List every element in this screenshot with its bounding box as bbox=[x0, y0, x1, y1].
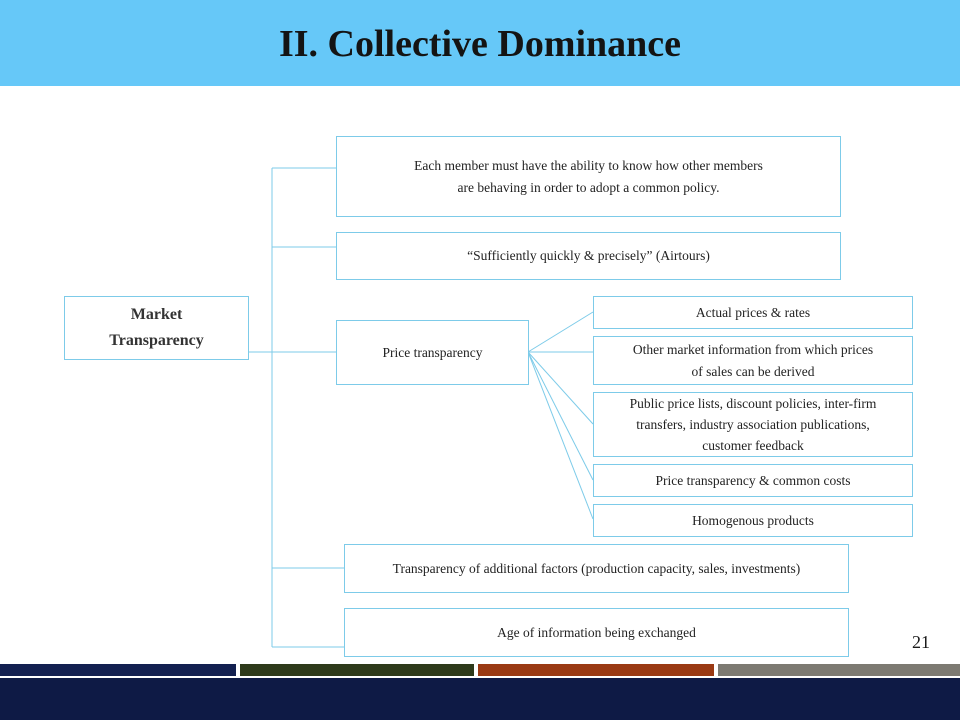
node-sufficiently: “Sufficiently quickly & precisely” (Airt… bbox=[336, 232, 841, 280]
ability-text-line1: Each member must have the ability to kno… bbox=[414, 157, 763, 173]
node-common-costs: Price transparency & common costs bbox=[593, 464, 913, 497]
sufficiently-text: “Sufficiently quickly & precisely” (Airt… bbox=[467, 248, 710, 263]
root-label-line1: Market bbox=[130, 306, 183, 323]
price-transparency-text: Price transparency bbox=[382, 344, 483, 360]
root-label-line2: Transparency bbox=[109, 332, 204, 349]
footer-stripe-gray bbox=[718, 664, 960, 676]
node-market-transparency: Market Transparency bbox=[64, 296, 249, 360]
node-other-market-info: Other market information from which pric… bbox=[593, 336, 913, 385]
node-actual-prices: Actual prices & rates bbox=[593, 296, 913, 329]
other-info-line1: Other market information from which pric… bbox=[632, 341, 874, 357]
footer-stripe-olive bbox=[240, 664, 474, 676]
slide-title: II. Collective Dominance bbox=[278, 23, 682, 65]
node-additional-factors: Transparency of additional factors (prod… bbox=[344, 544, 849, 593]
ability-text-line2: are behaving in order to adopt a common … bbox=[457, 179, 720, 195]
connector-common-costs bbox=[527, 351, 594, 481]
connector-public-lists bbox=[527, 351, 594, 425]
public-lists-line1: Public price lists, discount policies, i… bbox=[629, 396, 877, 411]
page-number: 21 bbox=[912, 632, 930, 652]
node-age-of-information: Age of information being exchanged bbox=[344, 608, 849, 657]
common-costs-text: Price transparency & common costs bbox=[655, 472, 851, 488]
footer-stripe-rust bbox=[478, 664, 714, 676]
node-public-price-lists: Public price lists, discount policies, i… bbox=[593, 392, 913, 457]
age-text: Age of information being exchanged bbox=[497, 624, 696, 640]
node-ability: Each member must have the ability to kno… bbox=[336, 136, 841, 217]
additional-factors-text: Transparency of additional factors (prod… bbox=[392, 560, 801, 576]
homogenous-text: Homogenous products bbox=[692, 512, 814, 528]
actual-prices-text: Actual prices & rates bbox=[695, 304, 811, 320]
node-homogenous-products: Homogenous products bbox=[593, 504, 913, 537]
connector-homogenous bbox=[527, 351, 594, 520]
footer-bar bbox=[0, 678, 960, 720]
footer-stripe-navy bbox=[0, 664, 236, 676]
title-bar bbox=[0, 0, 960, 86]
connector-actual-prices bbox=[527, 311, 594, 353]
public-lists-line2: transfers, industry association publicat… bbox=[636, 417, 870, 432]
public-lists-line3: customer feedback bbox=[702, 438, 804, 453]
node-price-transparency: Price transparency bbox=[336, 320, 529, 385]
other-info-line2: of sales can be derived bbox=[691, 363, 815, 379]
